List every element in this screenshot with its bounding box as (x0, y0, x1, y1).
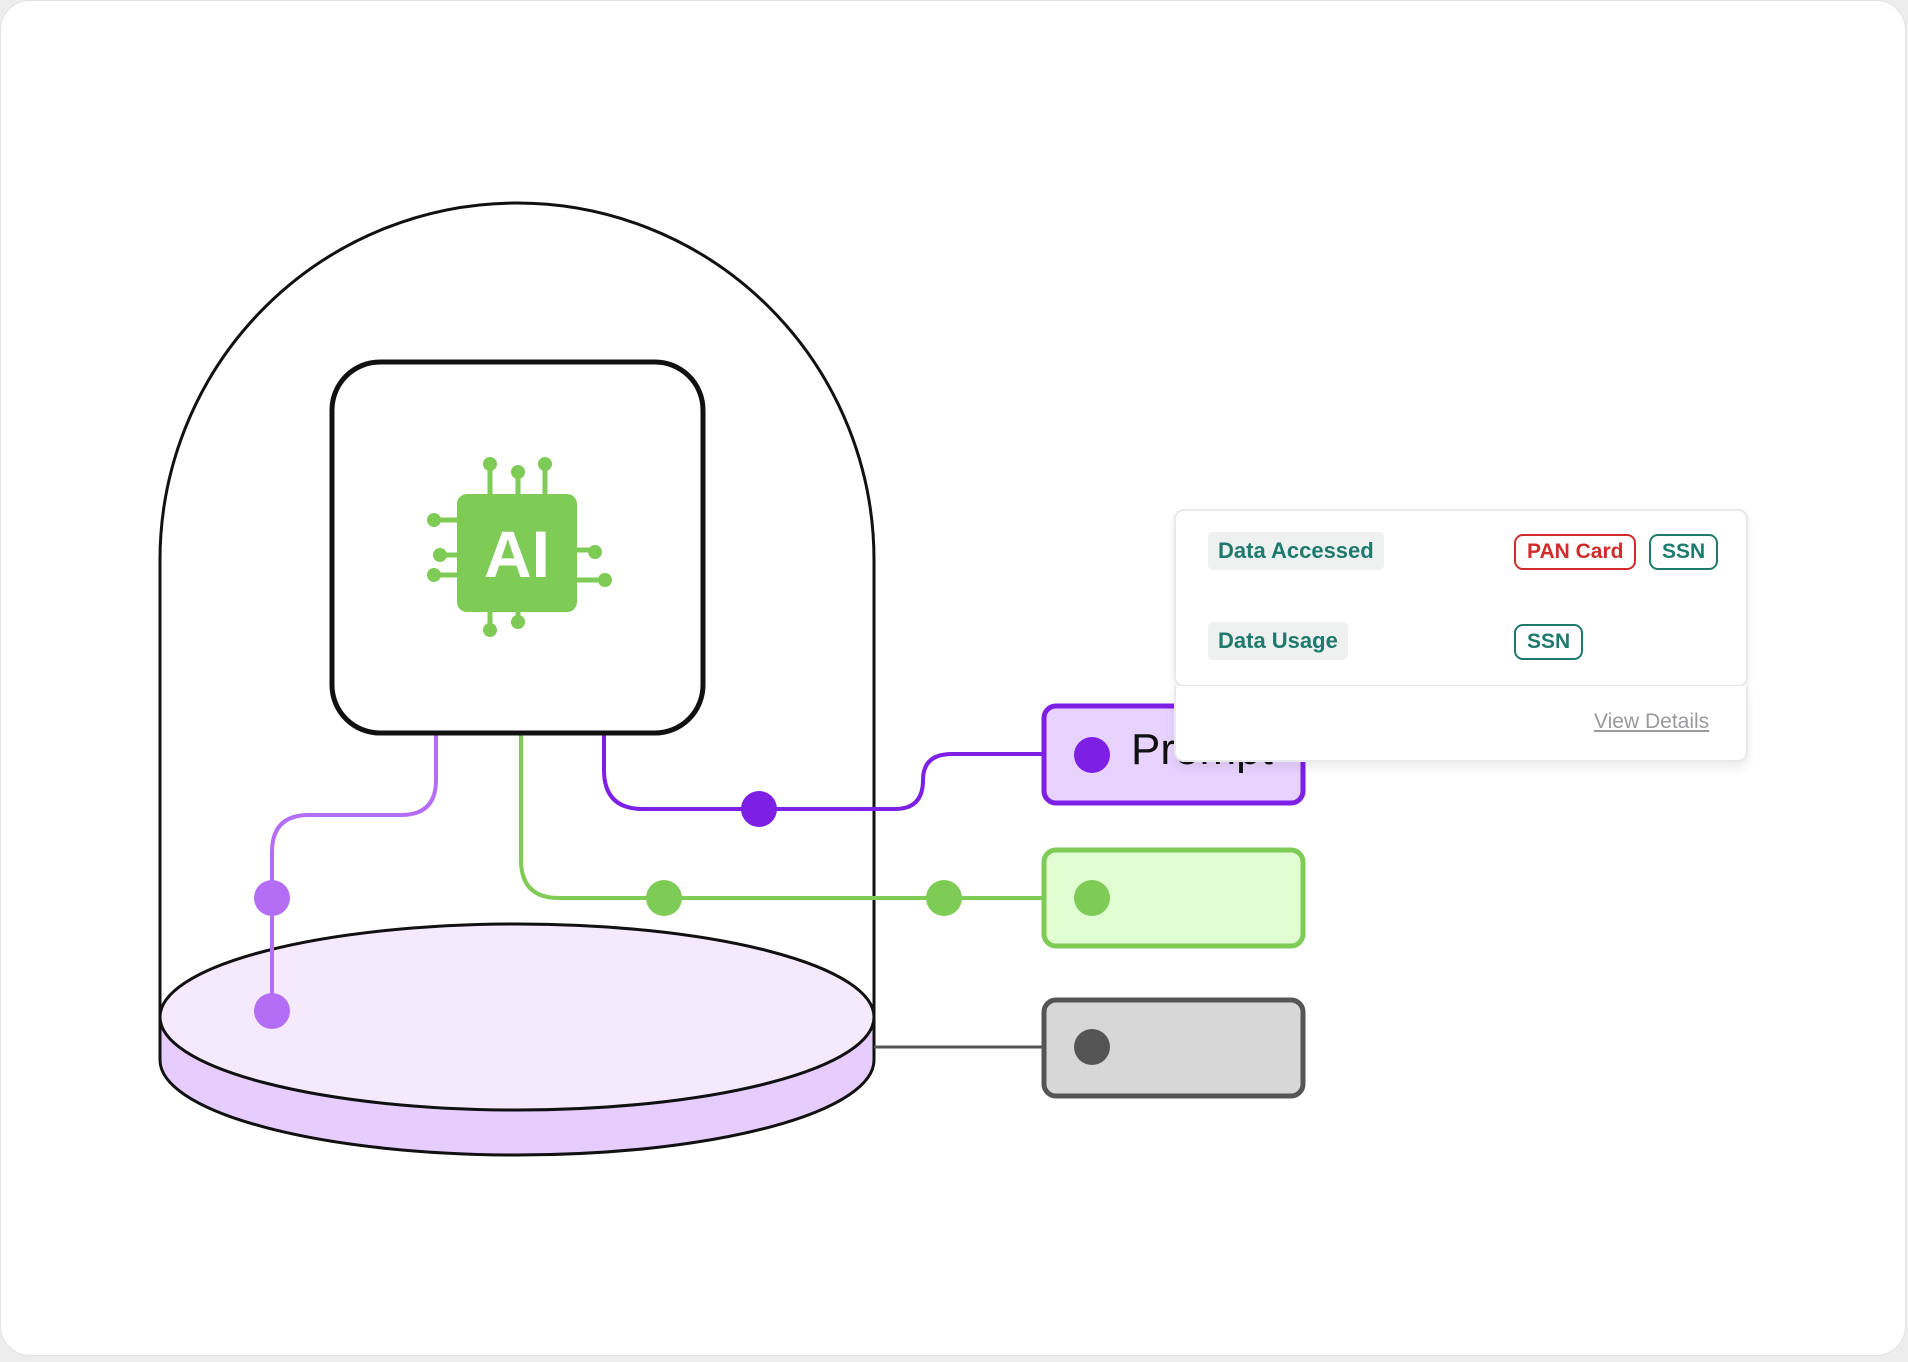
tag-ssn-accessed[interactable]: SSN (1649, 534, 1719, 570)
prompt-node-dot (1074, 737, 1110, 773)
purple-link-line (270, 735, 438, 1010)
prompt-link-line (602, 735, 1044, 811)
tag-ssn-usage[interactable]: SSN (1514, 624, 1584, 660)
glass-dome (158, 201, 876, 1045)
data-usage-label: Data Usage (1208, 622, 1348, 660)
gray-node-box[interactable] (1041, 997, 1306, 1099)
green-node-dot (1074, 880, 1110, 916)
prompt-dot (741, 791, 777, 827)
data-info-panel-footer (1174, 686, 1748, 762)
purple-dot-lower (254, 993, 290, 1029)
green-node-box[interactable] (1041, 847, 1306, 949)
green-link-line (519, 735, 1044, 900)
green-dot-left (646, 880, 682, 916)
data-accessed-label: Data Accessed (1208, 532, 1384, 570)
gray-node-dot (1074, 1029, 1110, 1065)
green-dot-right (926, 880, 962, 916)
purple-dot-upper (254, 880, 290, 916)
ai-chip-label: AI (484, 517, 550, 591)
view-details-link[interactable]: View Details (1594, 710, 1710, 733)
tag-pan-card[interactable]: PAN Card (1514, 534, 1637, 570)
ai-chip-icon (427, 457, 612, 637)
